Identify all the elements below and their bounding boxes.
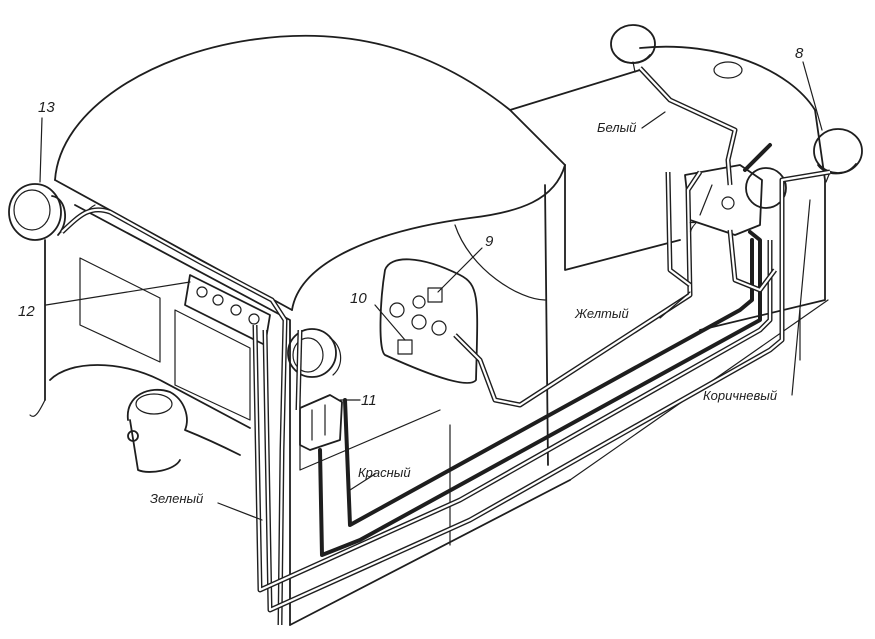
cab-body [29,34,829,626]
callout-12: 12 [18,303,35,320]
label-brown-wire: Коричневый [703,388,777,403]
callout-10: 10 [350,290,367,307]
component-7-connector [684,143,787,236]
wire-harness [60,66,831,626]
lamp-fog-top [610,24,656,73]
label-yellow-wire: Желтый [574,306,629,321]
label-red-wire: Красный [358,465,411,480]
leader-lines [39,61,823,521]
lamp-front-small [287,328,342,378]
component-11-relay [299,394,343,451]
callout-8: 8 [795,45,804,62]
callout-9: 9 [485,233,494,250]
callout-7: 7 [688,219,697,236]
callout-13: 13 [38,99,55,116]
callout-11: 11 [361,392,377,409]
label-white-wire: Белый [597,120,636,135]
switch-panel-9-10 [379,258,479,384]
label-green-wire: Зеленый [150,491,203,506]
